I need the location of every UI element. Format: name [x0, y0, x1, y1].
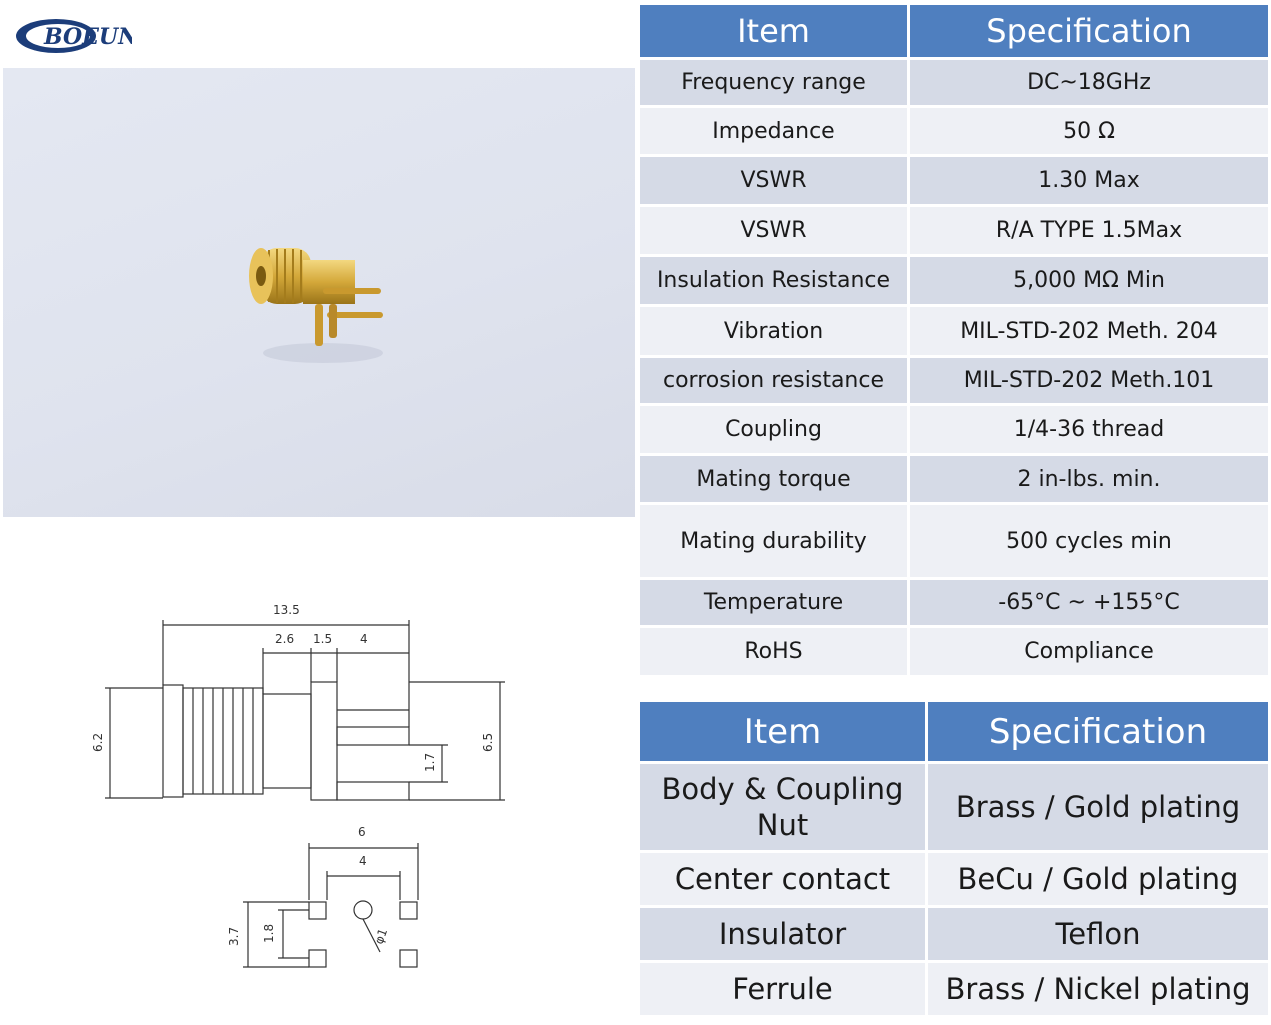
material-header-row: Item Specification: [640, 702, 1268, 761]
row-spec: 5,000 MΩ Min: [910, 257, 1268, 304]
row-spec: Teflon: [928, 908, 1268, 960]
row-spec: R/A TYPE 1.5Max: [910, 207, 1268, 254]
row-spec: BeCu / Gold plating: [928, 853, 1268, 905]
row-spec: MIL-STD-202 Meth.101: [910, 358, 1268, 403]
row-item: Mating durability: [640, 505, 907, 577]
row-item: Body & Coupling Nut: [640, 764, 925, 850]
dim-inner-height: 1.8: [262, 924, 276, 943]
table-row: Temperature-65°C ~ +155°C: [640, 580, 1268, 625]
row-spec: 50 Ω: [910, 108, 1268, 154]
row-item: Temperature: [640, 580, 907, 625]
dim-flange-height: 6.5: [481, 733, 495, 752]
row-item: Coupling: [640, 406, 907, 453]
row-spec: Brass / Gold plating: [928, 764, 1268, 850]
spec-header-item: Item: [640, 5, 907, 57]
dim-body-height: 6.2: [91, 733, 105, 752]
dim-outer-height: 3.7: [227, 927, 241, 946]
sma-connector-image: [249, 248, 383, 363]
dim-a: 2.6: [275, 632, 294, 646]
dim-outer-width: 6: [358, 825, 366, 839]
svg-text:BOEUN: BOEUN: [43, 24, 132, 50]
thread-ridges: [182, 687, 264, 795]
row-item: RoHS: [640, 628, 907, 675]
dimension-drawing: 13.5 2.6 1.5 4 6.2 6.5 1.7 6 4 3.7 1.8 φ…: [91, 603, 505, 968]
material-header-specification: Specification: [928, 702, 1268, 761]
row-item: Frequency range: [640, 60, 907, 105]
spec-header-row: Item Specification: [640, 5, 1268, 57]
dim-inner-width: 4: [359, 854, 367, 868]
row-spec: DC~18GHz: [910, 60, 1268, 105]
row-item: corrosion resistance: [640, 358, 907, 403]
dim-hole-dia: φ1: [372, 927, 390, 946]
row-spec: Compliance: [910, 628, 1268, 675]
row-item: Insulator: [640, 908, 925, 960]
dim-pin-pitch: 1.7: [423, 753, 437, 772]
row-item: Insulation Resistance: [640, 257, 907, 304]
row-item: VSWR: [640, 207, 907, 254]
row-spec: -65°C ~ +155°C: [910, 580, 1268, 625]
product-photo: [3, 68, 635, 517]
dim-b: 1.5: [313, 632, 332, 646]
dim-overall-length: 13.5: [273, 603, 300, 617]
spec-header-specification: Specification: [910, 5, 1268, 57]
row-spec: Brass / Nickel plating: [928, 963, 1268, 1015]
material-header-item: Item: [640, 702, 925, 761]
boeun-logo: BOEUN: [16, 19, 132, 53]
row-spec: MIL-STD-202 Meth. 204: [910, 307, 1268, 355]
dim-c: 4: [360, 632, 368, 646]
row-item: VSWR: [640, 157, 907, 204]
row-item: Center contact: [640, 853, 925, 905]
row-item: Vibration: [640, 307, 907, 355]
row-spec: 1.30 Max: [910, 157, 1268, 204]
row-item: Ferrule: [640, 963, 925, 1015]
row-spec: 1/4-36 thread: [910, 406, 1268, 453]
row-item: Impedance: [640, 108, 907, 154]
row-spec: 500 cycles min: [910, 505, 1268, 577]
row-spec: 2 in-lbs. min.: [910, 456, 1268, 502]
row-item: Mating torque: [640, 456, 907, 502]
